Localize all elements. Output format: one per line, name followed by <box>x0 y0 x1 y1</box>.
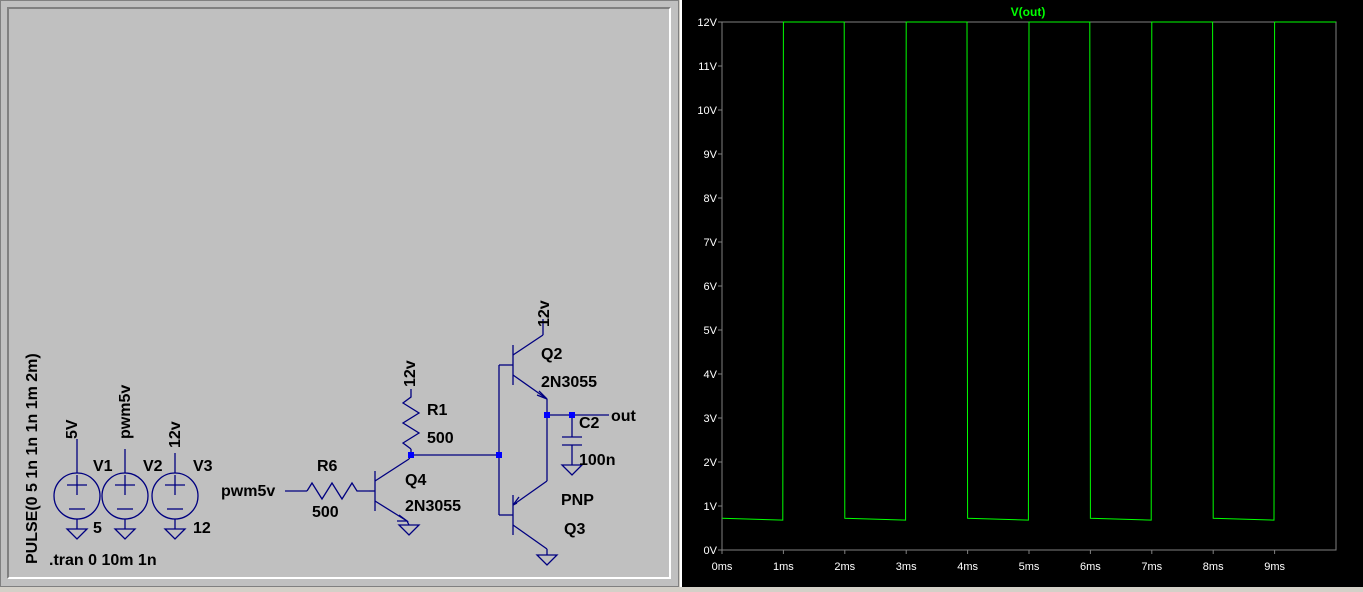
v3-ref-label: V3 <box>193 458 213 475</box>
y-tick-label: 9V <box>704 149 718 161</box>
r1-ref-label: R1 <box>427 402 448 419</box>
voltage-source-v1[interactable] <box>53 439 101 540</box>
x-tick-label: 2ms <box>834 561 855 573</box>
v1-value-label: 5 <box>93 520 102 537</box>
c2-value-label: 100n <box>579 452 615 469</box>
v2-ref-label: V2 <box>143 458 163 475</box>
pulse-spec-label: PULSE(0 5 1n 1n 1n 1m 2m) <box>24 353 41 564</box>
input-net-label: pwm5v <box>221 483 275 500</box>
x-tick-label: 1ms <box>773 561 794 573</box>
y-tick-label: 3V <box>704 413 718 425</box>
q2-model-label: 2N3055 <box>541 374 597 391</box>
y-tick-label: 10V <box>697 105 717 117</box>
voltage-source-v3[interactable] <box>151 453 199 540</box>
r6-value-label: 500 <box>312 504 339 521</box>
trace-title[interactable]: V(out) <box>1011 5 1046 19</box>
capacitor-c2[interactable] <box>560 415 584 476</box>
y-tick-label: 8V <box>704 193 718 205</box>
resistor-r1[interactable] <box>401 389 421 450</box>
x-tick-label: 9ms <box>1264 561 1285 573</box>
schematic-window: PULSE(0 5 1n 1n 1n 1m 2m) .tran 0 10m 1n… <box>0 0 679 587</box>
x-tick-label: 7ms <box>1141 561 1162 573</box>
q3-ref-label: Q3 <box>564 521 585 538</box>
v3-value-label: 12 <box>193 520 211 537</box>
q2-ref-label: Q2 <box>541 346 562 363</box>
v3-net-label: 12v <box>167 421 184 448</box>
y-tick-label: 0V <box>704 545 718 557</box>
q3-model-label: PNP <box>561 492 594 509</box>
r1-supply-label: 12v <box>402 360 419 387</box>
y-tick-label: 6V <box>704 281 718 293</box>
voltage-source-v2[interactable] <box>101 449 149 540</box>
x-tick-label: 5ms <box>1019 561 1040 573</box>
x-tick-label: 0ms <box>712 561 733 573</box>
x-tick-label: 4ms <box>957 561 978 573</box>
transistor-q3[interactable] <box>499 415 559 566</box>
q4-ref-label: Q4 <box>405 472 426 489</box>
tran-directive-label: .tran 0 10m 1n <box>49 552 157 569</box>
transistor-q4[interactable] <box>369 454 421 536</box>
trace-vout[interactable] <box>721 21 1336 521</box>
y-tick-label: 4V <box>704 369 718 381</box>
schematic-canvas[interactable]: PULSE(0 5 1n 1n 1n 1m 2m) .tran 0 10m 1n… <box>7 7 671 579</box>
q2-supply-label: 12v <box>536 300 553 327</box>
v2-net-label: pwm5v <box>117 385 134 439</box>
y-tick-label: 1V <box>704 501 718 513</box>
y-tick-label: 7V <box>704 237 718 249</box>
r1-value-label: 500 <box>427 430 454 447</box>
waveform-plot[interactable]: V(out) 0V 1V 2V 3V 4V 5V 6V 7V 8V 9V 10V 11V 12V 0ms… <box>682 0 1363 587</box>
v1-ref-label: V1 <box>93 458 113 475</box>
q4-model-label: 2N3055 <box>405 498 461 515</box>
c2-ref-label: C2 <box>579 415 600 432</box>
x-tick-label: 8ms <box>1203 561 1224 573</box>
transistor-q2[interactable] <box>499 319 548 415</box>
r6-ref-label: R6 <box>317 458 338 475</box>
y-tick-label: 2V <box>704 457 718 469</box>
resistor-r6[interactable] <box>306 481 369 501</box>
out-net-label: out <box>611 408 637 425</box>
x-tick-label: 3ms <box>896 561 917 573</box>
y-tick-label: 12V <box>697 17 717 29</box>
y-tick-label: 5V <box>704 325 718 337</box>
x-tick-label: 6ms <box>1080 561 1101 573</box>
schematic-drawing: PULSE(0 5 1n 1n 1n 1m 2m) .tran 0 10m 1n… <box>24 300 637 569</box>
y-tick-label: 11V <box>698 61 717 73</box>
waveform-viewer[interactable]: V(out) 0V 1V 2V 3V 4V 5V 6V 7V 8V 9V 10V 11V 12V 0ms… <box>680 0 1363 587</box>
v1-net-label: 5V <box>64 419 81 439</box>
